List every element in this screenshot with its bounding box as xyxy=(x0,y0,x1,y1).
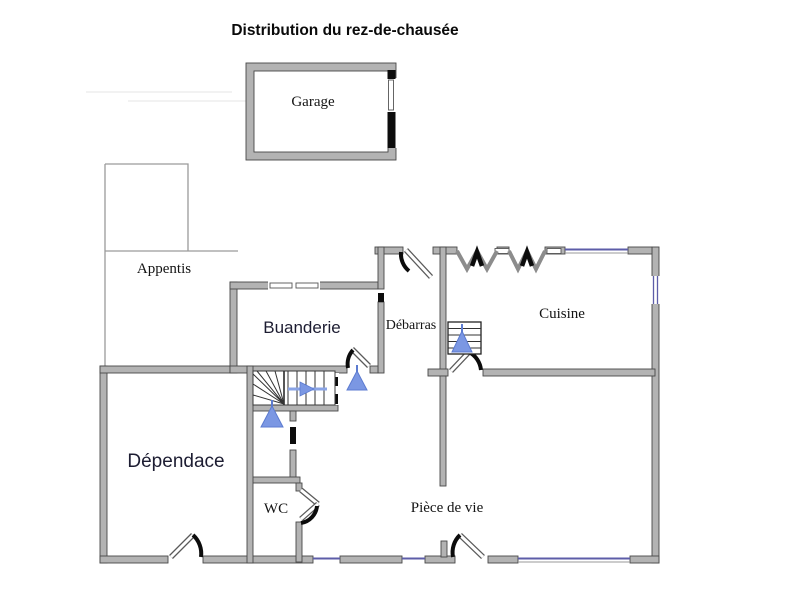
house-walls xyxy=(99,246,660,564)
garage-room xyxy=(245,62,397,161)
debarras-label: Débarras xyxy=(386,318,437,333)
garage-label: Garage xyxy=(291,94,335,110)
buanderie-label: Buanderie xyxy=(263,318,341,337)
main-staircase xyxy=(252,370,336,406)
windows xyxy=(268,248,660,563)
appentis-area xyxy=(104,163,238,368)
piece-de-vie-door xyxy=(450,533,485,559)
garage-window xyxy=(388,79,394,111)
plan-title: Distribution du rez-de-chausée xyxy=(231,22,459,39)
cuisine-right-window xyxy=(651,276,660,304)
scan-artifacts xyxy=(86,91,262,102)
cone-marker-buanderie-door xyxy=(346,365,368,391)
blue-cone-markers xyxy=(260,324,473,428)
piece-de-vie-label: Pièce de vie xyxy=(411,500,484,516)
cuisine-door xyxy=(449,350,483,373)
garage-door-leaf xyxy=(387,112,396,148)
cone-marker-stairs xyxy=(260,400,284,428)
buanderie-window xyxy=(268,281,320,290)
dependace-label: Dépendace xyxy=(127,451,224,472)
wc-label: WC xyxy=(264,501,288,517)
stair-direction-arrow xyxy=(288,381,327,397)
buanderie-door xyxy=(345,347,371,369)
cuisine-label: Cuisine xyxy=(539,306,585,322)
debarras-top-door xyxy=(398,248,434,279)
zigzag-openings xyxy=(455,245,547,274)
wc-door xyxy=(299,487,320,525)
cone-marker-cuisine-steps xyxy=(451,324,473,353)
doors xyxy=(169,248,485,559)
garage-door-stop xyxy=(387,70,396,79)
room-labels: Distribution du rez-de-chausée Garage Ap… xyxy=(127,22,585,517)
dependace-door xyxy=(169,533,204,559)
appentis-label: Appentis xyxy=(137,261,191,277)
